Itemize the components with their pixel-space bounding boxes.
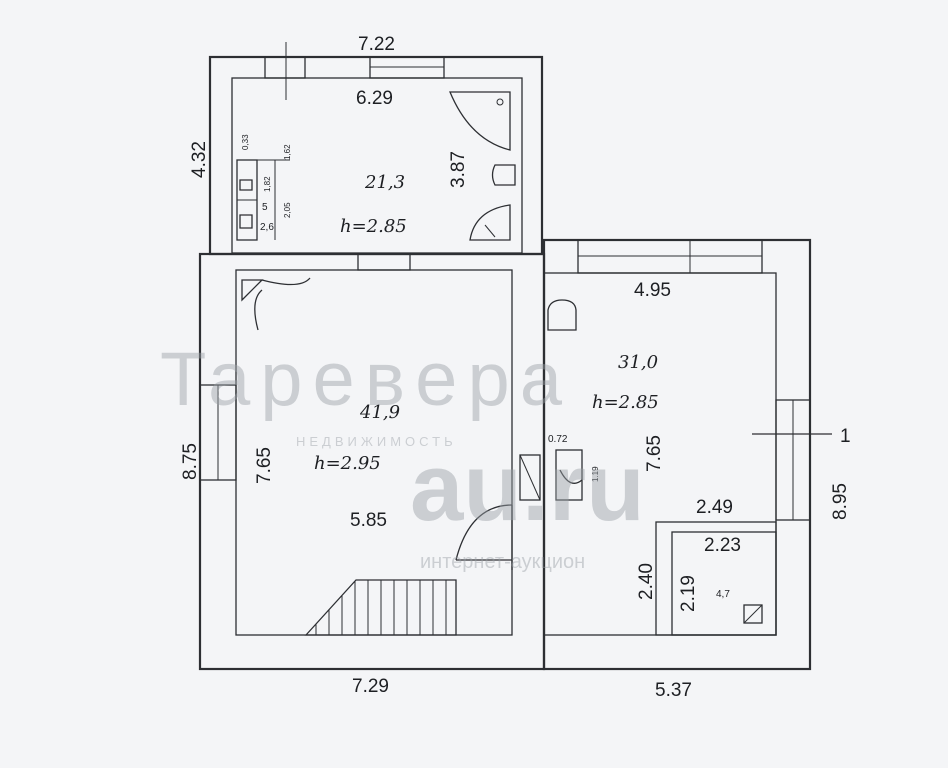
dim-main-left-height: 8.75 — [180, 443, 201, 480]
wall-niche — [519, 449, 583, 501]
dim-niche-width: 0.72 — [548, 434, 568, 445]
bath-area: 5 — [262, 202, 268, 213]
dim-closet-height-inner: 2.19 — [678, 575, 699, 612]
bath-dims: 2,6 — [260, 222, 274, 233]
main-room-height: h=2.95 — [314, 453, 381, 474]
watermark-brand: Tapeвepa — [160, 337, 572, 422]
dim-right-inner-width: 4.95 — [634, 280, 671, 301]
staircase — [304, 579, 457, 636]
dim-inner-width: 5.85 — [350, 510, 387, 531]
dim-right-total-height: 8.95 — [830, 483, 851, 520]
dim-closet-width-inner: 2.23 — [704, 535, 741, 556]
right-room-area: 31,0 — [618, 352, 658, 373]
upper-room-height: h=2.85 — [340, 216, 407, 237]
dim-main-inner-height: 7.65 — [254, 447, 275, 484]
wc-label-b: 2,05 — [283, 202, 292, 218]
dim-bottom-right-width: 5.37 — [655, 680, 692, 701]
dim-upper-inner-height: 3.87 — [448, 151, 469, 188]
dim-right-room-height: 7.65 — [644, 435, 665, 472]
section-marker-label: 1 — [840, 426, 851, 447]
dim-upper-inner-width: 6.29 — [356, 88, 393, 109]
upper-room-area: 21,3 — [364, 172, 405, 193]
watermark-site-sub: интернет-аукцион — [420, 551, 585, 573]
watermark-brand-sub: НЕДВИЖИМОСТЬ — [296, 434, 457, 449]
watermark-site: au.ru — [410, 434, 645, 541]
dim-top-width: 7.22 — [358, 34, 395, 55]
closet-area: 4,7 — [716, 589, 730, 600]
wc-label-d: 0,33 — [241, 134, 250, 150]
dim-upper-left-height: 4.32 — [189, 141, 210, 178]
doors — [241, 277, 513, 570]
windows — [199, 42, 811, 521]
closet — [655, 521, 777, 636]
dim-bottom-left-width: 7.29 — [352, 676, 389, 697]
bath-fixtures — [236, 91, 577, 331]
dim-closet-height-outer: 2.40 — [636, 563, 657, 600]
right-room-height: h=2.85 — [592, 392, 659, 413]
wc-label-c: 1,62 — [283, 144, 292, 160]
dim-closet-width-outer: 2.49 — [696, 497, 733, 518]
dim-niche-height: 1.19 — [591, 466, 600, 482]
wc-label-a: 1,82 — [263, 176, 272, 192]
main-room-area: 41,9 — [359, 402, 400, 423]
